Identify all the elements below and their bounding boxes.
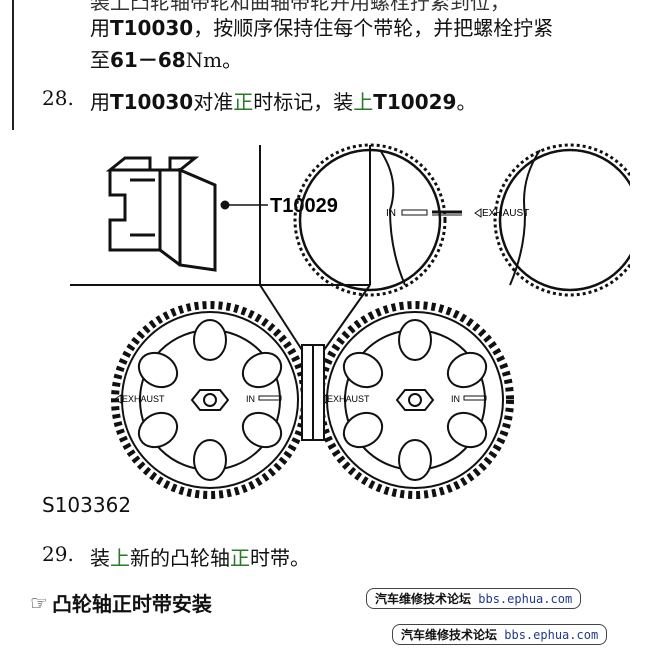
inset-detail: IN EXHAUST bbox=[293, 143, 630, 297]
watermark-1: 汽车维修技术论坛 bbs.ephua.com bbox=[366, 588, 582, 609]
intake-camshaft-gear: EXHAUST IN bbox=[316, 301, 514, 499]
left-border bbox=[12, 0, 14, 130]
tool-between-gears bbox=[301, 344, 325, 441]
gear2-exhaust-label: EXHAUST bbox=[327, 394, 370, 404]
step28-text: 用T10030对准正时标记，装上T10029。 bbox=[90, 90, 477, 114]
step27-line2: 至61－68Nm。 bbox=[90, 48, 243, 72]
step28-number: 28. bbox=[42, 86, 74, 110]
gear1-in-label: IN bbox=[246, 394, 255, 404]
gear1-exhaust-label: EXHAUST bbox=[122, 394, 165, 404]
section-header: ☞ 凸轮轴正时带安装 bbox=[30, 588, 212, 617]
tool-label: T10029 bbox=[270, 195, 338, 217]
step27-line0: 装上凸轮轴带轮和曲轴带轮并用螺栓拧紧到位， bbox=[90, 0, 510, 14]
figure-id: S103362 bbox=[42, 493, 132, 517]
pointing-hand-icon: ☞ bbox=[30, 590, 48, 615]
exhaust-camshaft-gear: EXHAUST IN bbox=[111, 301, 309, 499]
step29-text: 装上新的凸轮轴正时带。 bbox=[90, 546, 310, 570]
section-title: 凸轮轴正时带安装 bbox=[51, 592, 212, 616]
inset-exhaust-label: EXHAUST bbox=[482, 208, 529, 219]
watermark-2: 汽车维修技术论坛 bbs.ephua.com bbox=[392, 624, 608, 645]
step29-number: 29. bbox=[42, 542, 74, 566]
tool-t10029-drawing bbox=[105, 156, 268, 272]
step27-line1: 用T10030，按顺序保持住每个带轮，并把螺栓拧紧 bbox=[90, 16, 554, 40]
gear2-in-label: IN bbox=[451, 394, 460, 404]
timing-figure: T10029 IN EXHAUST E bbox=[70, 143, 630, 499]
